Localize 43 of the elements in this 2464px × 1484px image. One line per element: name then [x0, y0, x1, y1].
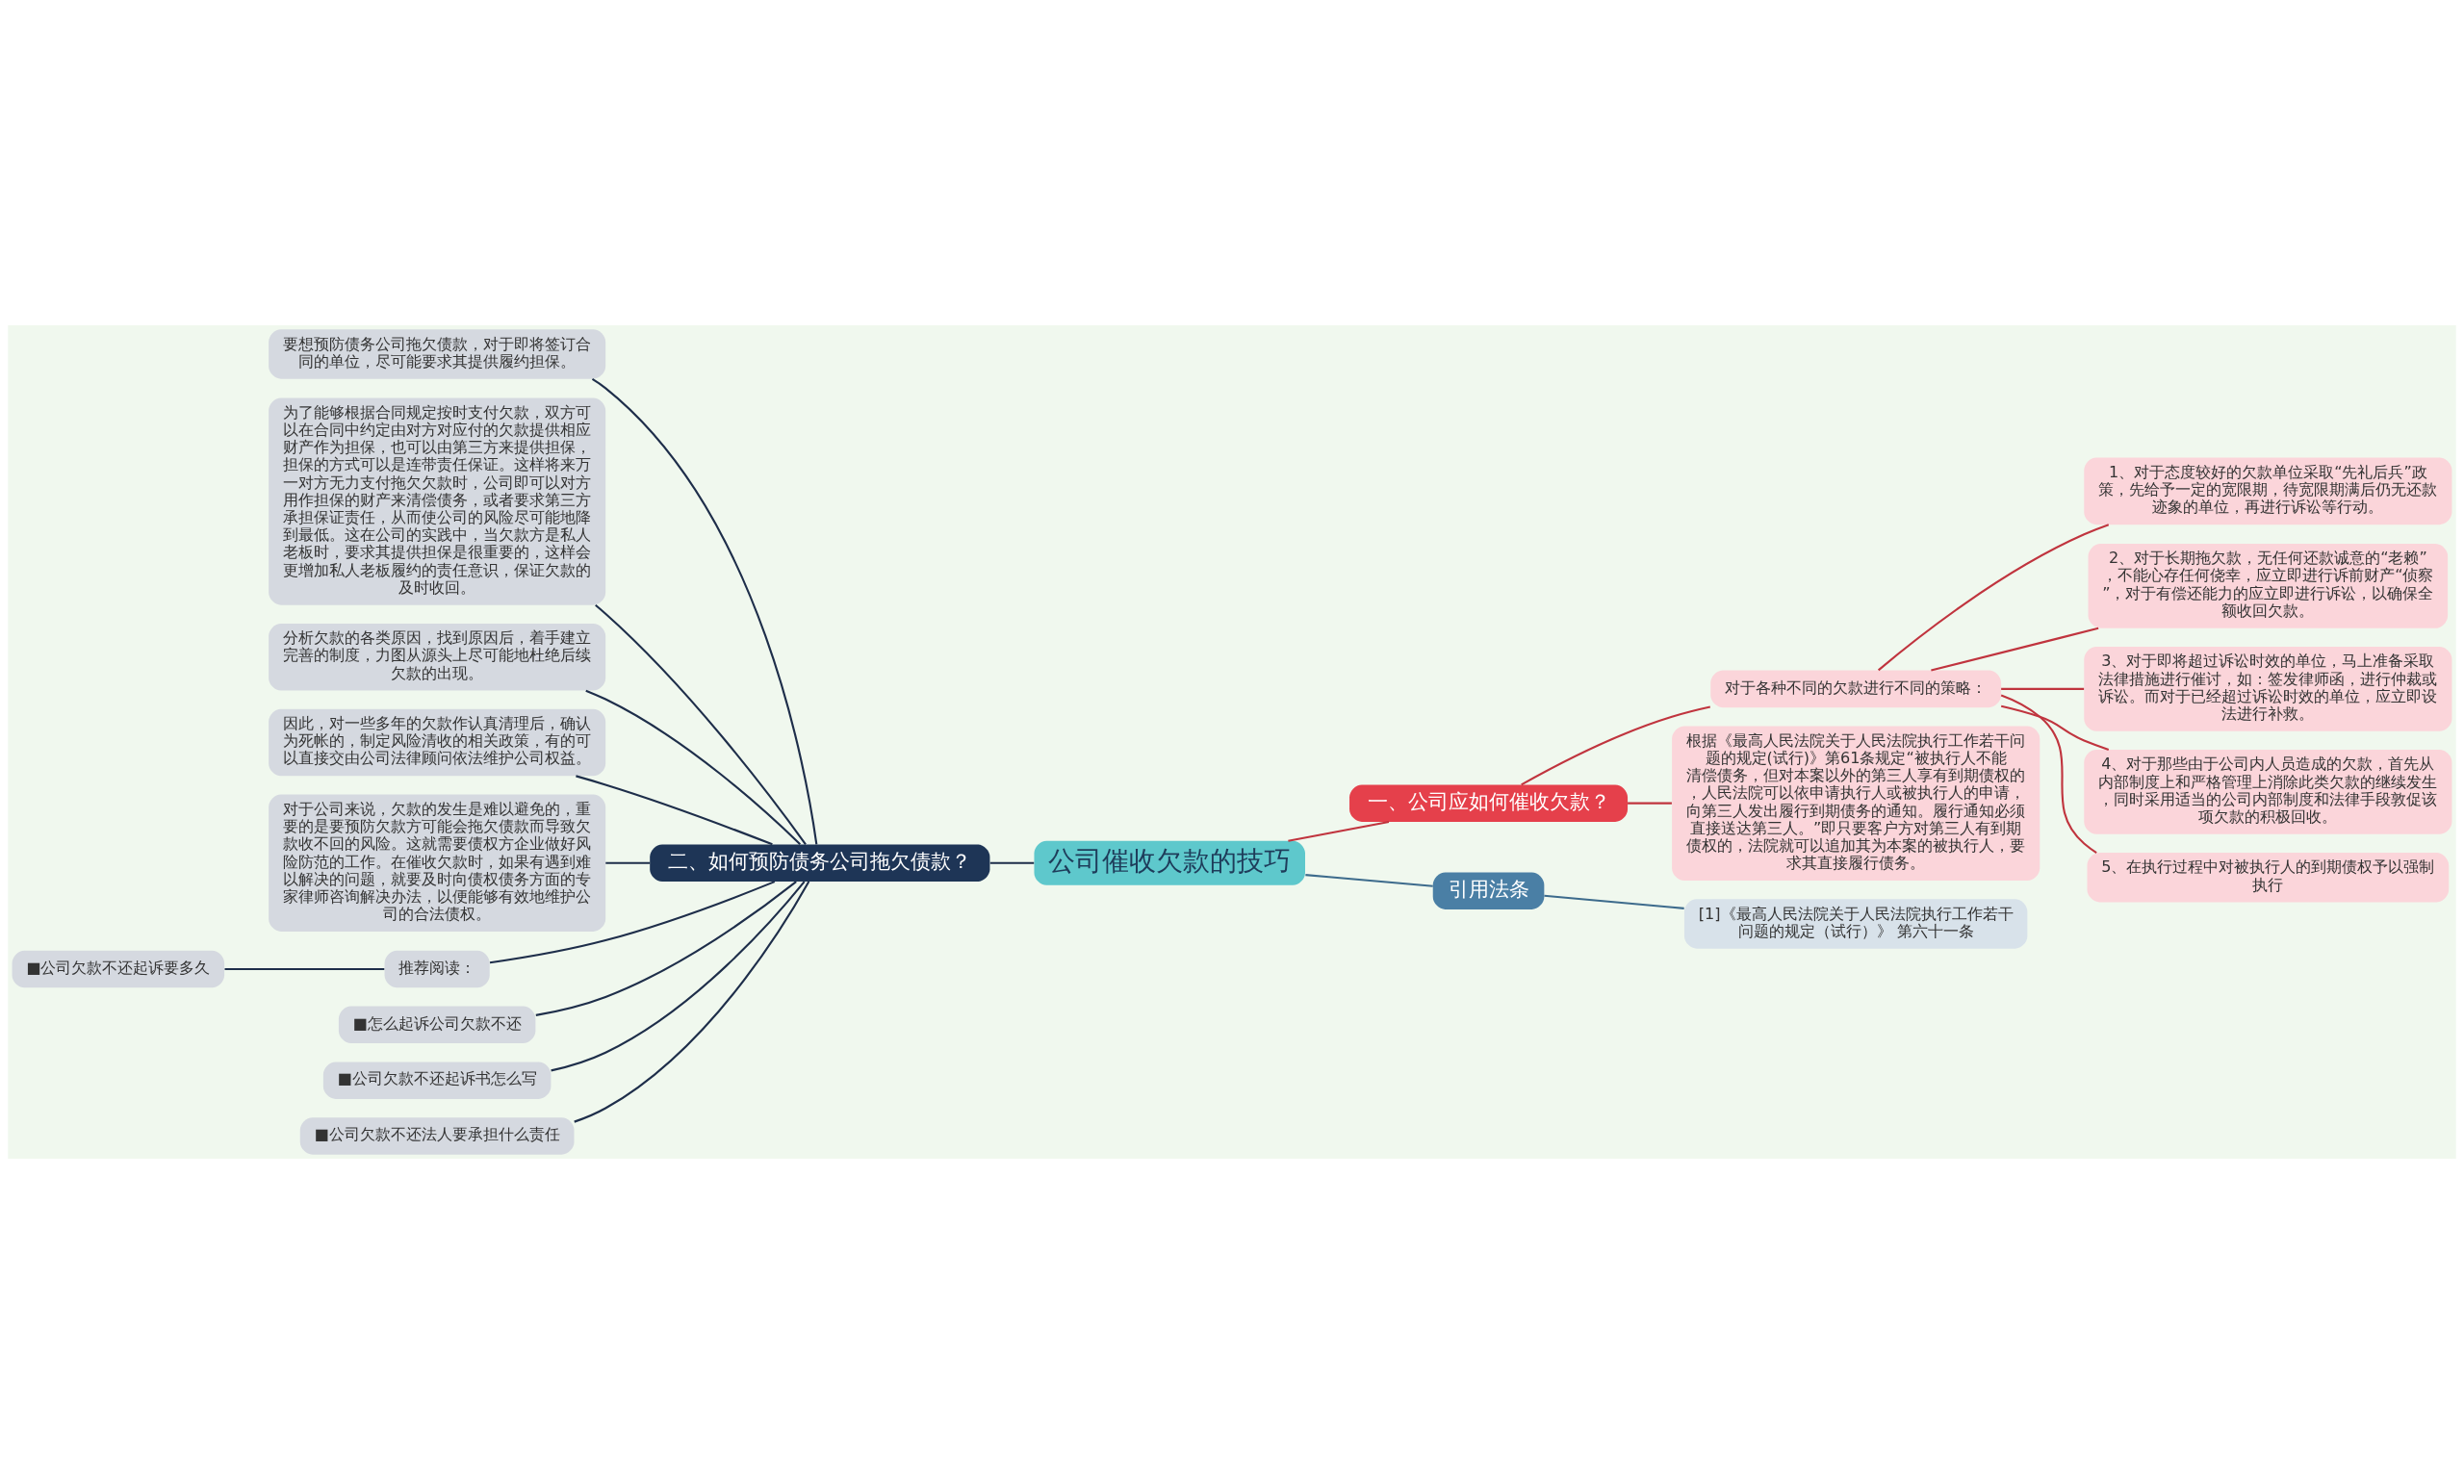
connector: [574, 881, 810, 1123]
connector: [1628, 802, 1672, 805]
node-box: 为了能够根据合同规定按时支付欠款，双方可以在合同中约定由对方对应付的欠款提供相应财产作为担保，也可以由第三方来提供担保，担保的方式可以是连带责任保证。这样将来万一对方无力支付拖欠欠款时，公司即可以对方用作担保的财产来清偿债务，或者要求第三方承担保证责任，从而使公司的风险尽可能地降到最低。这在公司的实践中，当欠款方是私人老板时，要求其提供担保是很重要的，这样会更增加私人老板履约的责任意识，保证欠款的及时收回。: [269, 397, 606, 605]
node-box: 因此，对一些多年的欠款作认真清理后，确认为死帐的，制定风险清收的相关政策，有的可以直接交由公司法律顾问依法维护公司权益。: [269, 708, 606, 777]
connector: [1521, 705, 1711, 786]
connector: [576, 775, 773, 846]
node-box: ■公司欠款不还起诉要多久: [12, 950, 225, 988]
node-box: 一、公司应如何催收欠款？: [1349, 784, 1629, 822]
node-box: 公司催收欠款的技巧: [1034, 840, 1305, 885]
node-box: 根据《最高人民法院关于人民法院执行工作若干问题的规定(试行)》第61条规定“被执行人不能清偿债务，但对本案以外的第三人享有到期债权的，人民法院可以依申请执行人或被执行人的申请，向第三人发出履行到期债务的通知。履行通知必须直接送达第三人。”即只要客户方对第三人有到期债权的，法院就可以追加其为本案的被执行人，要求其直接履行债务。: [1672, 726, 2040, 881]
connector: [1877, 524, 2110, 672]
connector: [489, 881, 776, 964]
node-box: 4、对于那些由于公司内人员造成的欠款，首先从内部制度上和严格管理上消除此类欠款的继续发生，同时采用适当的公司内部制度和法律手段敦促该项欠款的积极回收。: [2084, 750, 2452, 834]
node-box: ■公司欠款不还起诉书怎么写: [322, 1062, 552, 1099]
node-box: 2、对于长期拖欠款，无任何还款诚意的“老赖”，不能心存任何侥幸，应立即进行诉前财产“侦察”，对于有偿还能力的应立即进行诉讼，以确保全额收回欠款。: [2088, 543, 2449, 628]
connector: [2000, 694, 2097, 854]
connector: [989, 861, 1035, 864]
connector: [1305, 874, 1433, 887]
node-box: ■怎么起诉公司欠款不还: [338, 1006, 536, 1044]
node-box: 5、在执行过程中对被执行人的到期债权予以强制执行: [2087, 853, 2450, 903]
node-box: [1]《最高人民法院关于人民法院执行工作若干问题的规定（试行）》 第六十一条: [1683, 899, 2028, 949]
node-box: 二、如何预防债务公司拖欠债款？: [650, 844, 990, 883]
node-box: 要想预防债务公司拖欠债款，对于即将签订合同的单位，尽可能要求其提供履约担保。: [269, 329, 606, 379]
connector: [591, 377, 818, 845]
node-box: 1、对于态度较好的欠款单位采取“先礼后兵”政策，先给予一定的宽限期，待宽限期满后仍无还款迹象的单位，再进行诉讼等行动。: [2084, 457, 2452, 525]
connector: [551, 881, 806, 1072]
connector: [585, 689, 801, 845]
node-box: ■公司欠款不还法人要承担什么责任: [299, 1117, 575, 1155]
node-box: 对于各种不同的欠款进行不同的策略：: [1710, 670, 2002, 708]
connector: [2001, 687, 2085, 690]
connector: [605, 861, 651, 864]
connector: [1288, 820, 1390, 842]
connector: [1931, 627, 2099, 672]
node-box: 引用法条: [1432, 872, 1545, 909]
connector: [1544, 894, 1684, 909]
connector: [2000, 704, 2110, 751]
node-box: 分析欠款的各类原因，找到原因后，着手建立完善的制度，力图从源头上尽可能地杜绝后续欠款的出现。: [269, 623, 606, 691]
node-box: 3、对于即将超过诉讼时效的单位，马上准备采取法律措施进行催讨，如：签发律师函，进行仲裁或诉讼。而对于已经超过诉讼时效的单位，应立即设法进行补救。: [2084, 647, 2452, 731]
connector: [595, 603, 807, 845]
node-box: 对于公司来说，欠款的发生是难以避免的，重要的是要预防欠款方可能会拖欠债款而导致欠款收不回的风险。这就需要债权方企业做好风险防范的工作。在催收欠款时，如果有遇到难以解决的问题，就要及时向债权债务方面的专家律师咨询解决办法，以便能够有效地维护公司的合法债权。: [269, 794, 606, 932]
connector: [535, 881, 797, 1016]
node-box: 推荐阅读：: [384, 950, 490, 988]
connector: [224, 967, 385, 971]
